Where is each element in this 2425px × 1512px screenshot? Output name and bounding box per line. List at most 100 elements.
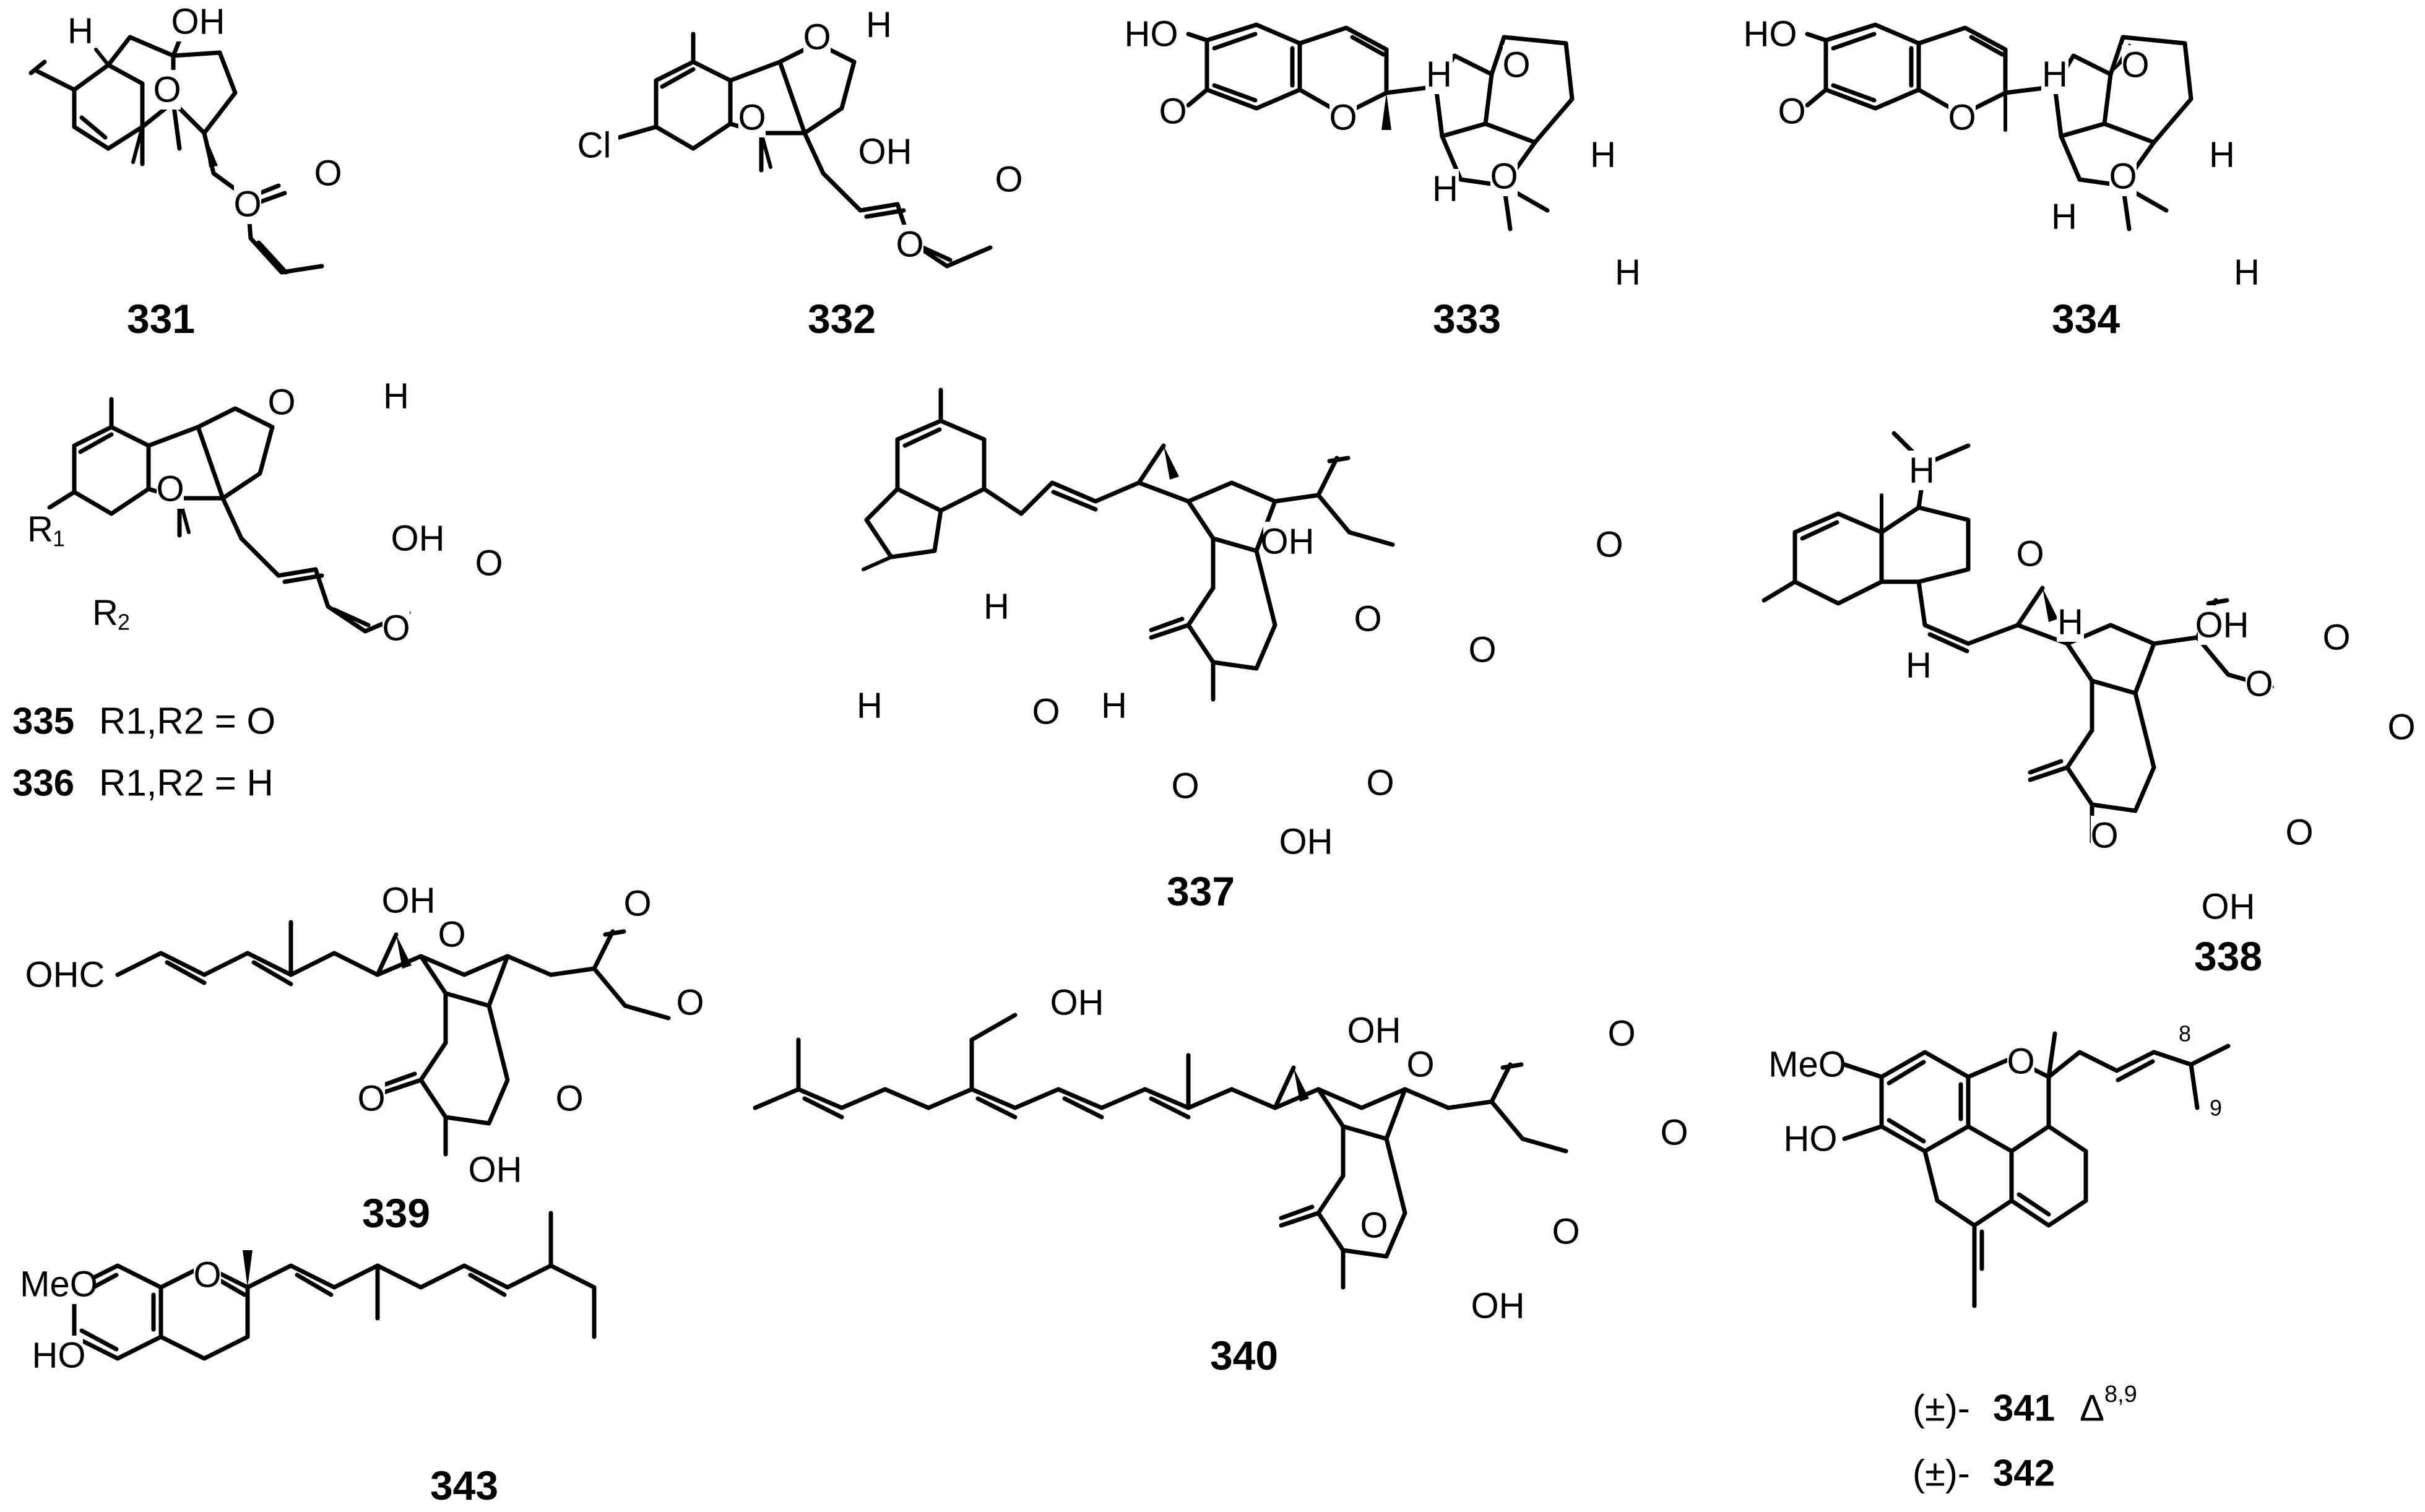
caption-336: 336 R1,R2 = H <box>12 762 274 804</box>
atom-340-ketone-o-bg <box>1360 1206 1388 1245</box>
atom-332-ester-o-bg <box>896 225 923 264</box>
atom-338-oh: OH <box>2195 605 2249 646</box>
atom-340-ester-o: O <box>1660 1113 1688 1153</box>
atom-333-ho: HO <box>1125 14 1178 54</box>
atom-332-carbonyl-o-bg <box>995 160 1022 199</box>
atom-340-ketone-o: O <box>1360 1206 1388 1246</box>
atom-334-ome-o: O <box>1778 92 1805 132</box>
atom-333-h2-bg <box>1589 135 1617 175</box>
atom-333-ring-o-bg <box>1329 98 1357 137</box>
atom-332-o-bridge: O <box>738 98 766 138</box>
atom-339-oh2-bg <box>471 1150 519 1190</box>
atom-339-oh2: OH <box>469 1150 522 1190</box>
atom-338-furan-o: O <box>2016 534 2044 574</box>
atom-340-carbonyl-o: O <box>1607 1014 1635 1054</box>
atom-337-oh-bg <box>1263 522 1312 561</box>
atom-343-ring-o-bg <box>194 1255 221 1295</box>
atom-334-ome-o-bg <box>1778 92 1805 131</box>
atom-334-h2-bg <box>2208 135 2236 175</box>
atom-338-carbonyl-o-bg <box>2323 618 2350 657</box>
atom-331-carbonyl-o-bg <box>314 153 342 193</box>
atom-337-h1-bg <box>856 686 883 725</box>
compound-label-337: 337 <box>1167 868 1235 914</box>
atom-340-epox-o: O <box>1406 1045 1434 1085</box>
atom-335-r1: R <box>27 509 53 550</box>
atom-333-h2: H <box>1590 135 1616 175</box>
atom-341-meo-bg <box>1773 1045 1842 1084</box>
atom-339-ester-o: O <box>676 983 704 1023</box>
atom-341-locant-8: 8 <box>2179 1021 2191 1047</box>
caption-341-prefix: (±)- <box>1913 1388 1970 1429</box>
atom-338-oh2-bg <box>2204 887 2252 927</box>
atom-331-ester-o: O <box>233 184 261 225</box>
atom-333-ho-bg <box>1127 14 1175 54</box>
atom-337-h3-bg <box>983 587 1010 626</box>
atom-339-ohc-bg <box>30 955 100 995</box>
atom-334-h1: H <box>2042 54 2068 95</box>
atom-338-furan-o-bg <box>2017 534 2044 574</box>
atom-333-ring-o: O <box>1329 98 1357 138</box>
atom-340-oh: OH <box>1347 1011 1401 1051</box>
caption-336-substituents: R1,R2 = H <box>99 762 274 804</box>
atom-335-o-bridge-bg <box>157 469 184 509</box>
caption-341-delta: Δ <box>2080 1388 2104 1429</box>
atom-338-ring-o-bg <box>2286 813 2313 852</box>
atom-333-h3: H <box>1432 169 1458 209</box>
atom-340-oh2-bg <box>1474 1286 1522 1326</box>
atom-340-ring-o: O <box>1552 1212 1580 1252</box>
atom-338-h2-bg <box>2057 602 2084 642</box>
caption-336-number: 336 <box>12 762 74 804</box>
atom-337-oh: OH <box>1261 522 1315 562</box>
atom-338-epox-o-bg <box>2246 664 2273 704</box>
atom-335-ester-o-bg <box>383 608 410 648</box>
atom-332-o-top-bg <box>803 17 831 57</box>
atom-333-h4: H <box>1615 253 1641 293</box>
atom-338-h1: H <box>1909 451 1935 491</box>
compound-label-339: 339 <box>362 1190 430 1236</box>
atom-338-h3-bg <box>1905 646 1932 685</box>
atom-333-o2: O <box>1490 157 1518 197</box>
atom-341-ho: HO <box>1784 1119 1838 1159</box>
atom-337-h2: H <box>1101 686 1127 726</box>
atom-337-oh2-bg <box>1282 822 1330 862</box>
atom-335-r1-bg <box>27 509 54 549</box>
atom-343-meo: MeO <box>20 1264 98 1305</box>
atom-338-epox-o: O <box>2245 664 2273 704</box>
atom-335-carbonyl-o: O <box>475 543 503 584</box>
atom-340-carbonyl-o-bg <box>1608 1014 1635 1053</box>
atom-335-oh: OH <box>391 519 445 559</box>
atom-338-ketone-o: O <box>2090 816 2118 856</box>
atom-339-epox-o: O <box>438 915 465 955</box>
structure-332 <box>610 32 993 269</box>
structure-340 <box>753 1013 1568 1290</box>
atom-335-h: H <box>383 376 409 417</box>
atom-332-o-bridge-bg <box>738 98 766 137</box>
atom-340-oh-allylic-bg <box>1053 983 1101 1022</box>
atom-343-ho-bg <box>35 1336 83 1375</box>
atom-332-oh: OH <box>858 132 912 172</box>
atom-332-cl-bg <box>570 126 618 165</box>
atom-337-ring-o: O <box>1366 763 1394 803</box>
atom-340-oh-bg <box>1350 1011 1398 1050</box>
atom-343-ring-o: O <box>193 1255 221 1295</box>
atom-340-ring-o-bg <box>1552 1212 1580 1251</box>
compound-label-343: 343 <box>430 1462 498 1508</box>
atom-339-oh-bg <box>384 881 433 920</box>
atom-341-meo: MeO <box>1768 1045 1846 1085</box>
atom-335-ester-o: O <box>382 608 410 649</box>
atom-334-o2-bg <box>2109 157 2137 196</box>
caption-341-number: 341 <box>1993 1388 2055 1429</box>
atom-335-h-bg <box>383 376 410 416</box>
atom-333-h3-bg <box>1432 169 1459 209</box>
atom-339-ketone-o: O <box>357 1079 385 1119</box>
atom-339-epox-o-bg <box>438 915 465 954</box>
atom-335-o-bridge: O <box>156 469 184 509</box>
atom-331-bridge-o: O <box>153 70 181 110</box>
atom-335-r2: R <box>92 593 118 633</box>
structure-333 <box>1186 22 1575 231</box>
compound-label-333: 333 <box>1433 296 1501 342</box>
caption-335-number: 335 <box>12 701 74 742</box>
